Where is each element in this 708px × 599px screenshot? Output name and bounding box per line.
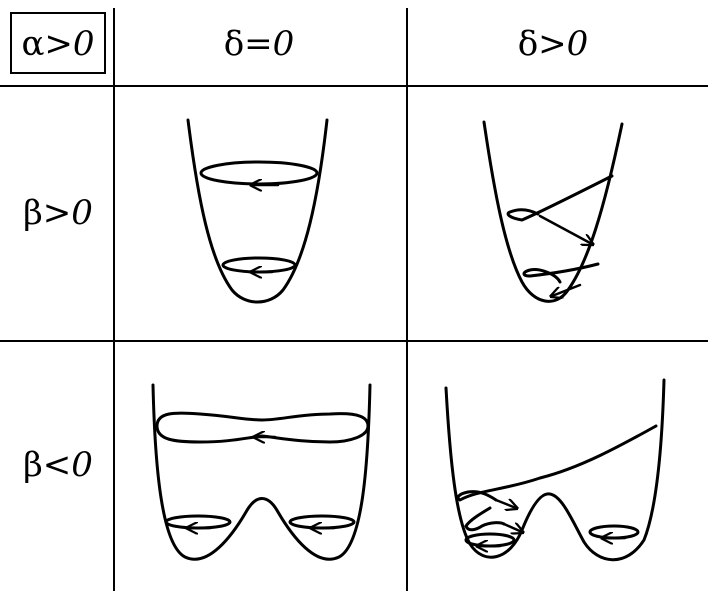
tilted-double-well-curve: [444, 378, 666, 562]
double-well-tilted: [444, 378, 666, 562]
double-well-curve: [151, 383, 372, 561]
double-well-symmetric: [151, 383, 372, 561]
middle-tilted-double-arrow: [502, 524, 522, 532]
single-well-curve: [186, 118, 329, 304]
column-header-delta-positive: δ>0: [517, 24, 589, 64]
row-divider-1: [0, 85, 708, 87]
row-header-beta-positive: β>0: [23, 193, 93, 233]
upper-tilted-double-arrow: [494, 500, 516, 508]
upper-tilted-orbit: [506, 174, 614, 222]
single-well-symmetric: [186, 118, 329, 304]
corner-label-box: [10, 12, 106, 74]
tilted-well-curve: [482, 120, 624, 303]
lower-tilted-arrow: [552, 283, 582, 296]
left-tilted-well-orbit: [464, 532, 516, 548]
column-divider-2: [406, 8, 408, 591]
column-header-delta-zero: δ=0: [223, 24, 295, 64]
column-divider-1: [113, 8, 115, 591]
corner-label-alpha: α>0: [21, 24, 95, 64]
middle-tilted-double-orbit: [464, 506, 506, 532]
single-well-tilted: [482, 120, 624, 303]
upper-tilted-arrow: [538, 214, 592, 244]
row-header-beta-negative: β<0: [23, 445, 93, 485]
row-divider-2: [0, 340, 708, 342]
upper-tilted-double-orbit: [456, 424, 658, 502]
lower-orbit-ellipse: [221, 256, 297, 274]
right-tilted-well-orbit: [588, 524, 640, 540]
left-well-orbit: [164, 514, 232, 530]
upper-dumbbell-orbit: [155, 411, 370, 444]
lower-tilted-orbit: [522, 262, 600, 284]
upper-orbit-ellipse: [199, 160, 319, 186]
right-well-orbit: [288, 514, 356, 530]
